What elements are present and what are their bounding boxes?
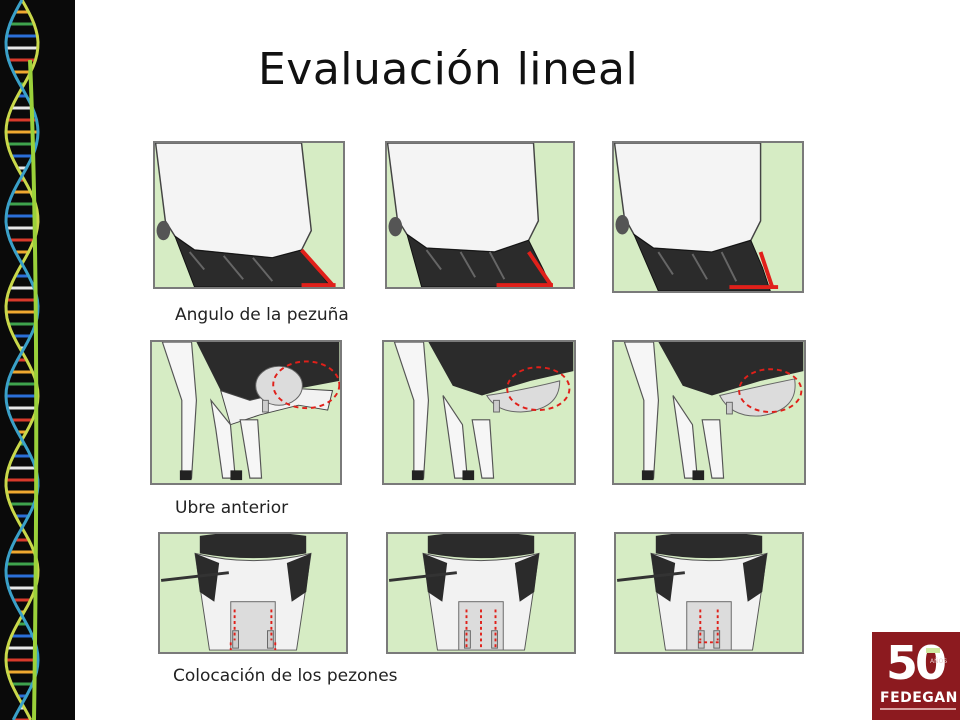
logo-flag-icon	[926, 648, 940, 653]
fedegan-logo: 50 AÑOS FEDEGAN	[872, 632, 960, 720]
teat-illustration	[388, 534, 540, 651]
hoof-illustration	[155, 143, 336, 287]
caption-hoof-angle: Angulo de la pezuña	[175, 305, 349, 325]
logo-anniversary-number: 50	[886, 636, 947, 690]
dna-helix-icon	[4, 0, 40, 720]
teat-placement-panel-3	[614, 532, 804, 654]
caption-fore-udder: Ubre anterior	[175, 498, 289, 518]
udder-illustration	[623, 342, 804, 481]
teat-placement-panel-1	[158, 532, 348, 654]
udder-illustration	[393, 342, 574, 481]
teat-placement-panel-2	[386, 532, 576, 654]
fore-udder-panel-3	[612, 340, 806, 485]
hoof-angle-panel-1	[153, 141, 345, 289]
fore-udder-panel-1	[150, 340, 342, 485]
caption-teat-placement: Colocación de los pezones	[173, 666, 398, 686]
hoof-angle-panel-3	[612, 141, 804, 293]
hoof-illustration	[387, 143, 553, 287]
dna-helix-decoration	[0, 0, 75, 720]
logo-name: FEDEGAN	[880, 690, 958, 706]
hoof-angle-panel-2	[385, 141, 575, 289]
page-title: Evaluación lineal	[258, 44, 639, 95]
logo-underline	[880, 708, 956, 710]
fore-udder-panel-2	[382, 340, 576, 485]
teat-illustration	[160, 534, 312, 651]
teat-illustration	[616, 534, 768, 651]
udder-illustration	[161, 342, 340, 481]
logo-anniversary-sub: AÑOS	[930, 658, 948, 665]
hoof-illustration	[614, 143, 779, 291]
